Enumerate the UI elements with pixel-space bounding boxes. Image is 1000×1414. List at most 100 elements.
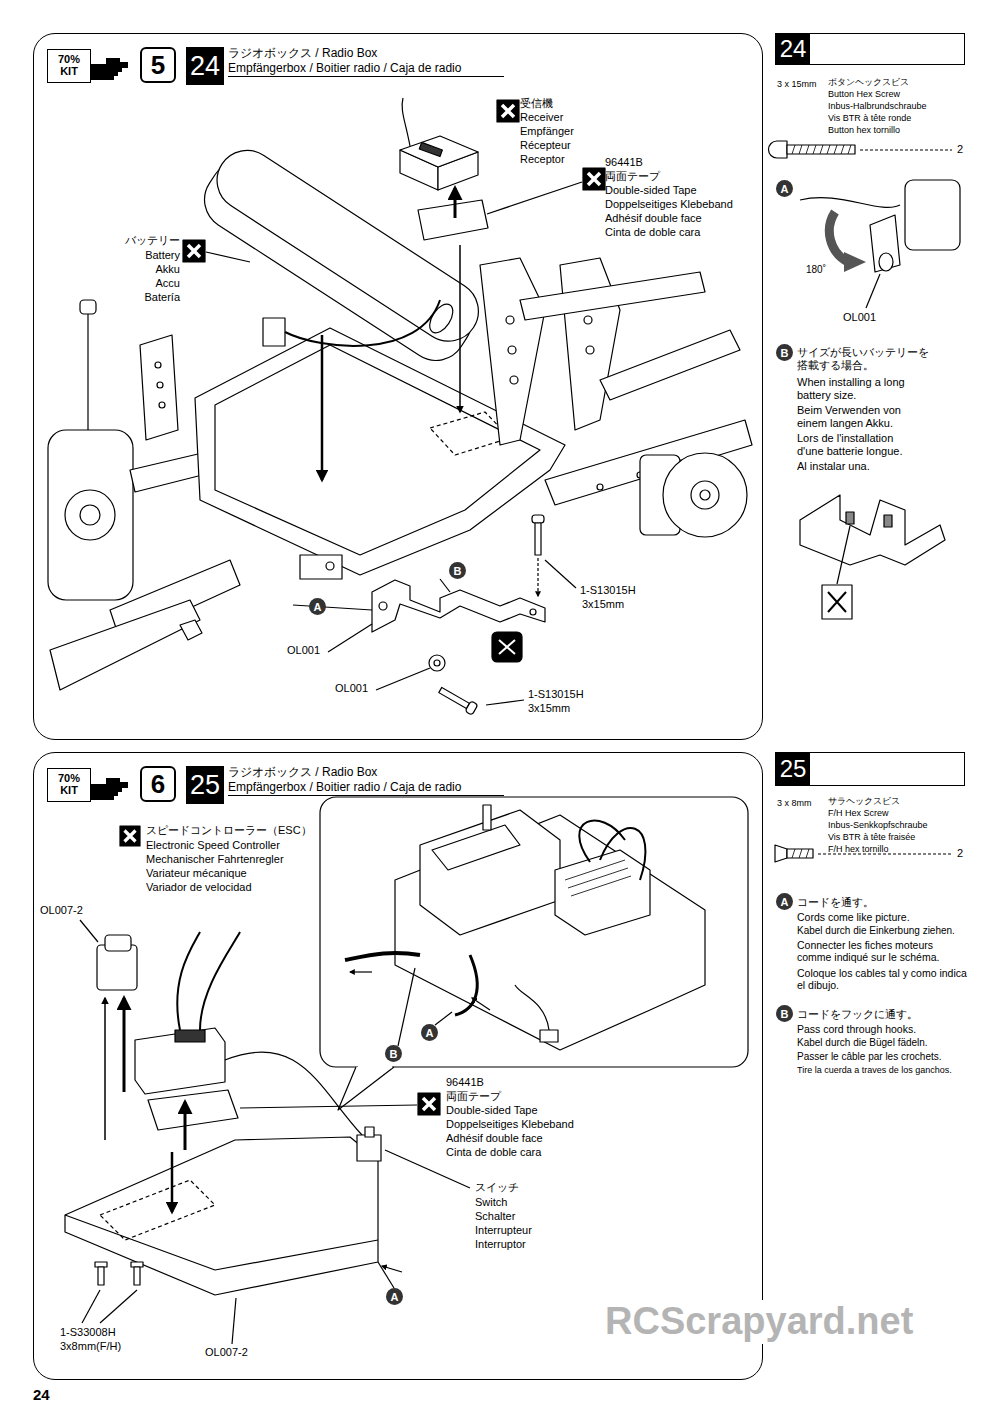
- part-label: Variador de velocidad: [146, 881, 252, 894]
- part-label: Button Hex Screw: [828, 89, 900, 99]
- title-text: ラジオボックス / Radio Box: [228, 46, 500, 61]
- part-label: Vis BTR à tête ronde: [828, 113, 911, 123]
- part-label: Kabel durch die Bügel fädeln.: [797, 1037, 928, 1049]
- step-number-box: 6: [140, 766, 176, 802]
- part-label: F/H Hex Screw: [828, 808, 889, 818]
- part-label: Récepteur: [520, 139, 571, 152]
- part-label: Batería: [145, 291, 180, 304]
- part-label: サラヘックスビス: [828, 796, 900, 806]
- part-label: Doppelseitiges Klebeband: [605, 198, 733, 211]
- title-text: Empfängerbox / Boitier radio / Caja de r…: [228, 61, 500, 76]
- part-label: Button hex tornillo: [828, 125, 900, 135]
- part-label: 両面テープ: [605, 170, 660, 183]
- part-label: Electronic Speed Controller: [146, 839, 280, 852]
- part-label: 24: [33, 1386, 50, 1403]
- part-label: Interrupteur: [475, 1224, 532, 1237]
- callout-letter: B: [385, 1045, 402, 1062]
- part-label: 96441B: [605, 156, 643, 169]
- part-label: When installing a long battery size.: [797, 376, 927, 401]
- parts-header: 24: [775, 33, 965, 65]
- part-label: 3 x 8mm: [777, 798, 812, 808]
- step-number: 25: [186, 766, 224, 804]
- kit-badge: 70% KIT: [47, 768, 91, 802]
- part-label: Al instalar una.: [797, 460, 870, 473]
- callout-letter: B: [776, 1005, 793, 1022]
- part-label: サイズが長いバッテリーを 搭載する場合。: [797, 346, 937, 371]
- node-text: 25: [776, 753, 810, 785]
- part-label: Cinta de doble cara: [446, 1146, 541, 1159]
- node-text: A: [781, 183, 789, 195]
- part-label: コードをフックに通す。: [797, 1008, 918, 1020]
- part-label: Kabel durch die Einkerbung ziehen.: [797, 925, 955, 937]
- part-label: 1-S33008H: [60, 1326, 116, 1339]
- part-label: Doppelseitiges Klebeband: [446, 1118, 574, 1131]
- part-label: OL001: [843, 311, 876, 324]
- part-label: Adhésif double face: [605, 212, 702, 225]
- part-label: Cords come like picture.: [797, 911, 910, 923]
- node-text: A: [781, 896, 789, 908]
- part-label: Passer le câble par les crochets.: [797, 1051, 942, 1063]
- step-panel: ラジオボックス / Radio BoxEmpfängerbox / Boitie…: [33, 33, 763, 740]
- node-text: 25: [190, 770, 220, 801]
- step-panel: ラジオボックス / Radio BoxEmpfängerbox / Boitie…: [33, 752, 763, 1380]
- part-label: 1-S13015H: [580, 584, 636, 597]
- part-label: F/H hex tornillo: [828, 844, 889, 854]
- part-label: 2: [957, 143, 963, 156]
- part-label: 96441B: [446, 1076, 484, 1089]
- part-label: OL007-2: [205, 1346, 248, 1359]
- part-label: 180˚: [806, 264, 826, 276]
- step-number: 24: [186, 47, 224, 85]
- callout-letter: A: [421, 1024, 438, 1041]
- part-label: 受信機: [520, 97, 553, 110]
- node-text: B: [390, 1048, 398, 1060]
- node-text: 70% KIT: [48, 54, 90, 77]
- kit-badge: 70% KIT: [47, 49, 91, 83]
- part-label: スピードコントローラー（ESC）: [146, 824, 312, 837]
- callout-letter: A: [776, 180, 793, 197]
- part-label: 3x8mm(F/H): [60, 1340, 121, 1353]
- part-label: 3x15mm: [528, 702, 570, 715]
- part-label: Schalter: [475, 1210, 515, 1223]
- node-text: B: [781, 347, 789, 359]
- step-title: ラジオボックス / Radio BoxEmpfängerbox / Boitie…: [228, 765, 504, 796]
- part-label: OL001: [335, 682, 368, 695]
- part-label: ボタンヘックスビス: [828, 77, 909, 87]
- node-text: A: [391, 1291, 399, 1303]
- part-label: Connecter les fiches moteurs comme indiq…: [797, 939, 967, 963]
- part-label: Lors de l'installation d'une batterie lo…: [797, 432, 922, 457]
- node-text: B: [781, 1008, 789, 1020]
- node-text: 6: [151, 769, 165, 800]
- part-label: Receptor: [520, 153, 565, 166]
- part-label: 1-S13015H: [528, 688, 584, 701]
- part-label: OL001: [287, 644, 320, 657]
- part-label: Accu: [156, 277, 180, 290]
- step-number-box: 5: [140, 47, 176, 83]
- part-label: Vis BTR à tête fraisée: [828, 832, 915, 842]
- step-title: ラジオボックス / Radio BoxEmpfängerbox / Boitie…: [228, 46, 504, 77]
- part-label: Adhésif double face: [446, 1132, 543, 1145]
- part-label: Double-sided Tape: [605, 184, 697, 197]
- node-text: 70% KIT: [48, 773, 90, 796]
- part-label: 両面テープ: [446, 1090, 501, 1103]
- part-label: Inbus-Halbrundschraube: [828, 101, 927, 111]
- node-text: B: [454, 565, 462, 577]
- title-text: Empfängerbox / Boitier radio / Caja de r…: [228, 780, 500, 795]
- part-label: スイッチ: [475, 1181, 519, 1194]
- callout-letter: A: [776, 893, 793, 910]
- part-label: Beim Verwenden von einem langen Akku.: [797, 404, 917, 429]
- part-label: Empfänger: [520, 125, 574, 138]
- part-label: Cinta de doble cara: [605, 226, 700, 239]
- node-text: A: [314, 601, 322, 613]
- pointer-icon: [90, 58, 128, 80]
- part-label: Switch: [475, 1196, 507, 1209]
- part-label: Pass cord through hooks.: [797, 1023, 916, 1035]
- part-label: 3 x 15mm: [777, 79, 817, 89]
- part-label: 3x15mm: [582, 598, 624, 611]
- parts-header: 25: [775, 752, 965, 786]
- part-label: Mechanischer Fahrtenregler: [146, 853, 284, 866]
- part-label: 2: [957, 847, 963, 860]
- callout-letter: A: [386, 1288, 403, 1305]
- part-label: Akku: [156, 263, 180, 276]
- part-label: Receiver: [520, 111, 563, 124]
- callout-letter: A: [309, 598, 326, 615]
